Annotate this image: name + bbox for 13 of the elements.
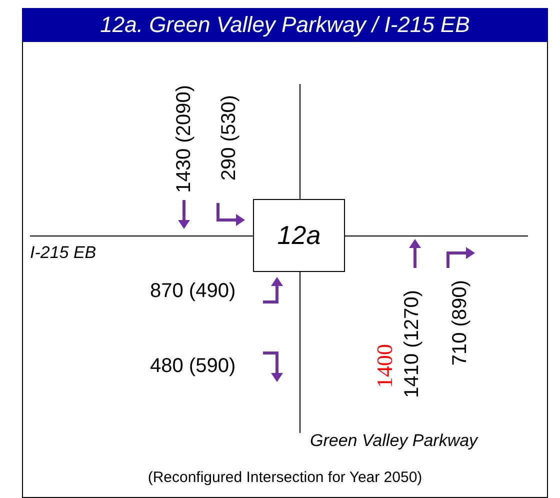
traffic-volume: 1400 — [374, 344, 396, 388]
intersection-label: 12a — [277, 220, 321, 251]
caption: (Reconfigured Intersection for Year 2050) — [146, 470, 424, 485]
traffic-volume: 870 (490) — [150, 281, 236, 301]
road-name: Green Valley Parkway — [310, 432, 478, 449]
intersection-box — [253, 199, 345, 272]
traffic-volume: 1430 (2090) — [174, 85, 194, 193]
traffic-volume: 290 (530) — [219, 95, 239, 181]
traffic-volume: 710 (890) — [450, 280, 470, 366]
traffic-volume: 1410 (1270) — [402, 290, 422, 398]
title-bar: 12a. Green Valley Parkway / I-215 EB — [22, 8, 548, 42]
road-name: I-215 EB — [30, 244, 96, 261]
traffic-volume: 480 (590) — [150, 356, 236, 376]
